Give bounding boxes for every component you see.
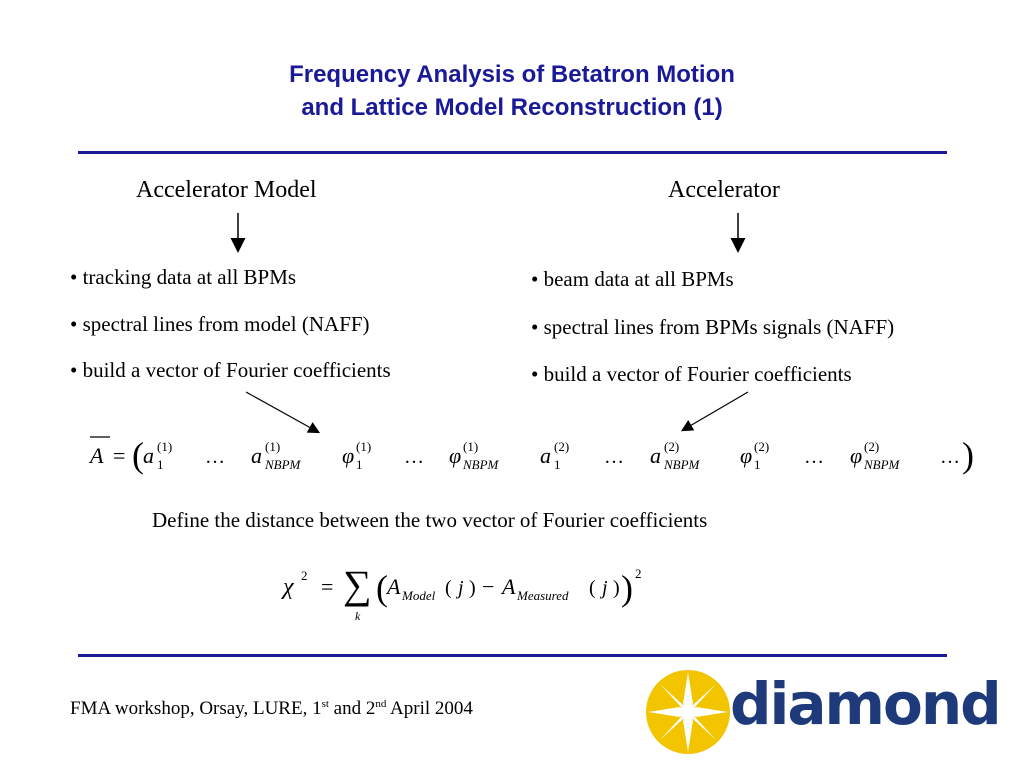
left-bullet-3: • build a vector of Fourier coefficients [70, 358, 391, 382]
svg-text:NBPM: NBPM [663, 457, 701, 472]
title-line-2: and Lattice Model Reconstruction (1) [301, 94, 723, 121]
svg-text:A: A [385, 574, 401, 599]
svg-text:NBPM: NBPM [462, 457, 500, 472]
svg-text:1: 1 [157, 457, 164, 472]
svg-text:…: … [940, 446, 960, 468]
svg-text:=: = [321, 574, 333, 599]
title-line-1: Frequency Analysis of Betatron Motion [289, 61, 735, 88]
svg-text:φ: φ [449, 443, 461, 468]
svg-text:…: … [205, 446, 225, 468]
svg-text:…: … [404, 446, 424, 468]
svg-text:(2): (2) [664, 439, 679, 454]
svg-text:j: j [455, 577, 464, 599]
svg-text:…: … [604, 446, 624, 468]
svg-text:): ) [469, 577, 476, 599]
left-bullet-2: • spectral lines from model (NAFF) [70, 312, 370, 336]
svg-text:(2): (2) [864, 439, 879, 454]
svg-text:j: j [599, 577, 608, 599]
svg-text:(1): (1) [356, 439, 371, 454]
svg-text:): ) [613, 577, 620, 599]
svg-text:−: − [482, 574, 494, 599]
svg-text:2: 2 [635, 566, 642, 581]
svg-text:=: = [113, 443, 125, 468]
svg-text:1: 1 [554, 457, 561, 472]
svg-text:a: a [143, 443, 154, 468]
svg-text:A: A [88, 443, 104, 468]
svg-text:(2): (2) [554, 439, 569, 454]
svg-text:a: a [251, 443, 262, 468]
distance-description: Define the distance between the two vect… [152, 508, 708, 532]
svg-text:): ) [962, 435, 974, 475]
chi-squared-formula: χ 2 = ∑ k ( A Model ( j ) − A Measured (… [281, 562, 642, 623]
svg-text:(1): (1) [265, 439, 280, 454]
right-bullet-2: • spectral lines from BPMs signals (NAFF… [531, 315, 895, 339]
svg-text:a: a [540, 443, 551, 468]
svg-text:a: a [650, 443, 661, 468]
footer-sup-2: nd [375, 698, 387, 710]
svg-text:φ: φ [740, 443, 752, 468]
svg-text:1: 1 [754, 457, 761, 472]
svg-text:NBPM: NBPM [863, 457, 901, 472]
svg-text:(: ( [589, 577, 596, 599]
svg-text:NBPM: NBPM [264, 457, 302, 472]
svg-text:1: 1 [356, 457, 363, 472]
svg-text:(1): (1) [157, 439, 172, 454]
svg-text:χ: χ [281, 574, 295, 600]
diamond-logo-text: diamond [730, 670, 1002, 738]
svg-text:∑: ∑ [343, 562, 372, 607]
footer-text: FMA workshop, Orsay, LURE, 1st and 2nd A… [70, 698, 473, 720]
svg-text:(: ( [132, 435, 144, 475]
svg-text:Model: Model [401, 588, 436, 603]
footer-prefix: FMA workshop, Orsay, LURE, 1 [70, 698, 322, 719]
footer-suffix: April 2004 [386, 698, 473, 719]
right-pointer-arrow [680, 391, 749, 432]
left-pointer-arrow [245, 391, 321, 434]
footer-sup-1: st [321, 698, 329, 710]
footer-mid: and 2 [328, 698, 376, 719]
svg-text:): ) [621, 568, 633, 608]
vector-a-formula: A = ( a (1) 1 … a (1) NBPM φ (1) 1 … φ (… [88, 435, 974, 475]
diamond-logo-icon [646, 670, 730, 754]
svg-text:A: A [500, 574, 516, 599]
left-bullet-1: • tracking data at all BPMs [70, 265, 297, 289]
svg-text:Measured: Measured [516, 588, 569, 603]
right-heading: Accelerator [668, 177, 780, 203]
svg-text:(1): (1) [463, 439, 478, 454]
svg-text:(2): (2) [754, 439, 769, 454]
svg-text:k: k [355, 609, 361, 623]
svg-text:…: … [804, 446, 824, 468]
right-bullet-1: • beam data at all BPMs [531, 267, 734, 291]
top-divider [78, 151, 947, 154]
svg-text:(: ( [445, 577, 452, 599]
bottom-divider [78, 654, 947, 657]
svg-text:2: 2 [301, 568, 308, 583]
right-bullet-3: • build a vector of Fourier coefficients [531, 362, 852, 386]
slide-title: Frequency Analysis of Betatron Motion an… [0, 58, 1024, 124]
left-heading: Accelerator Model [136, 177, 317, 203]
svg-text:φ: φ [850, 443, 862, 468]
svg-text:(: ( [376, 568, 388, 608]
svg-text:φ: φ [342, 443, 354, 468]
